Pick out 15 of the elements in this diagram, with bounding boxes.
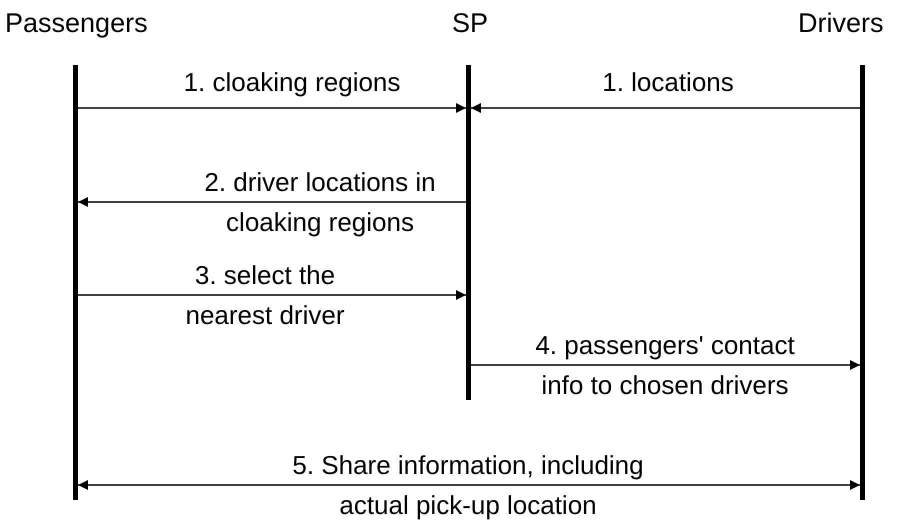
edge-label: 1. cloaking regions — [182, 66, 402, 99]
participant-label: SP — [452, 7, 488, 39]
edge-label: 4. passengers' contact info to chosen drivers — [534, 329, 796, 402]
edge-label: 2. driver locations in cloaking regions — [203, 166, 437, 239]
edge-label: 1. locations — [601, 66, 735, 99]
arrow — [78, 290, 466, 300]
arrow — [78, 197, 466, 207]
participant-label: Passengers — [5, 7, 148, 39]
edge-label: 5. Share information, including actual pick-up location — [291, 449, 645, 522]
arrow — [471, 360, 860, 370]
arrow — [78, 480, 860, 490]
participant-label: Drivers — [798, 7, 884, 39]
arrow — [78, 103, 466, 113]
arrow — [471, 103, 860, 113]
edge-label: 3. select the nearest driver — [184, 259, 346, 332]
